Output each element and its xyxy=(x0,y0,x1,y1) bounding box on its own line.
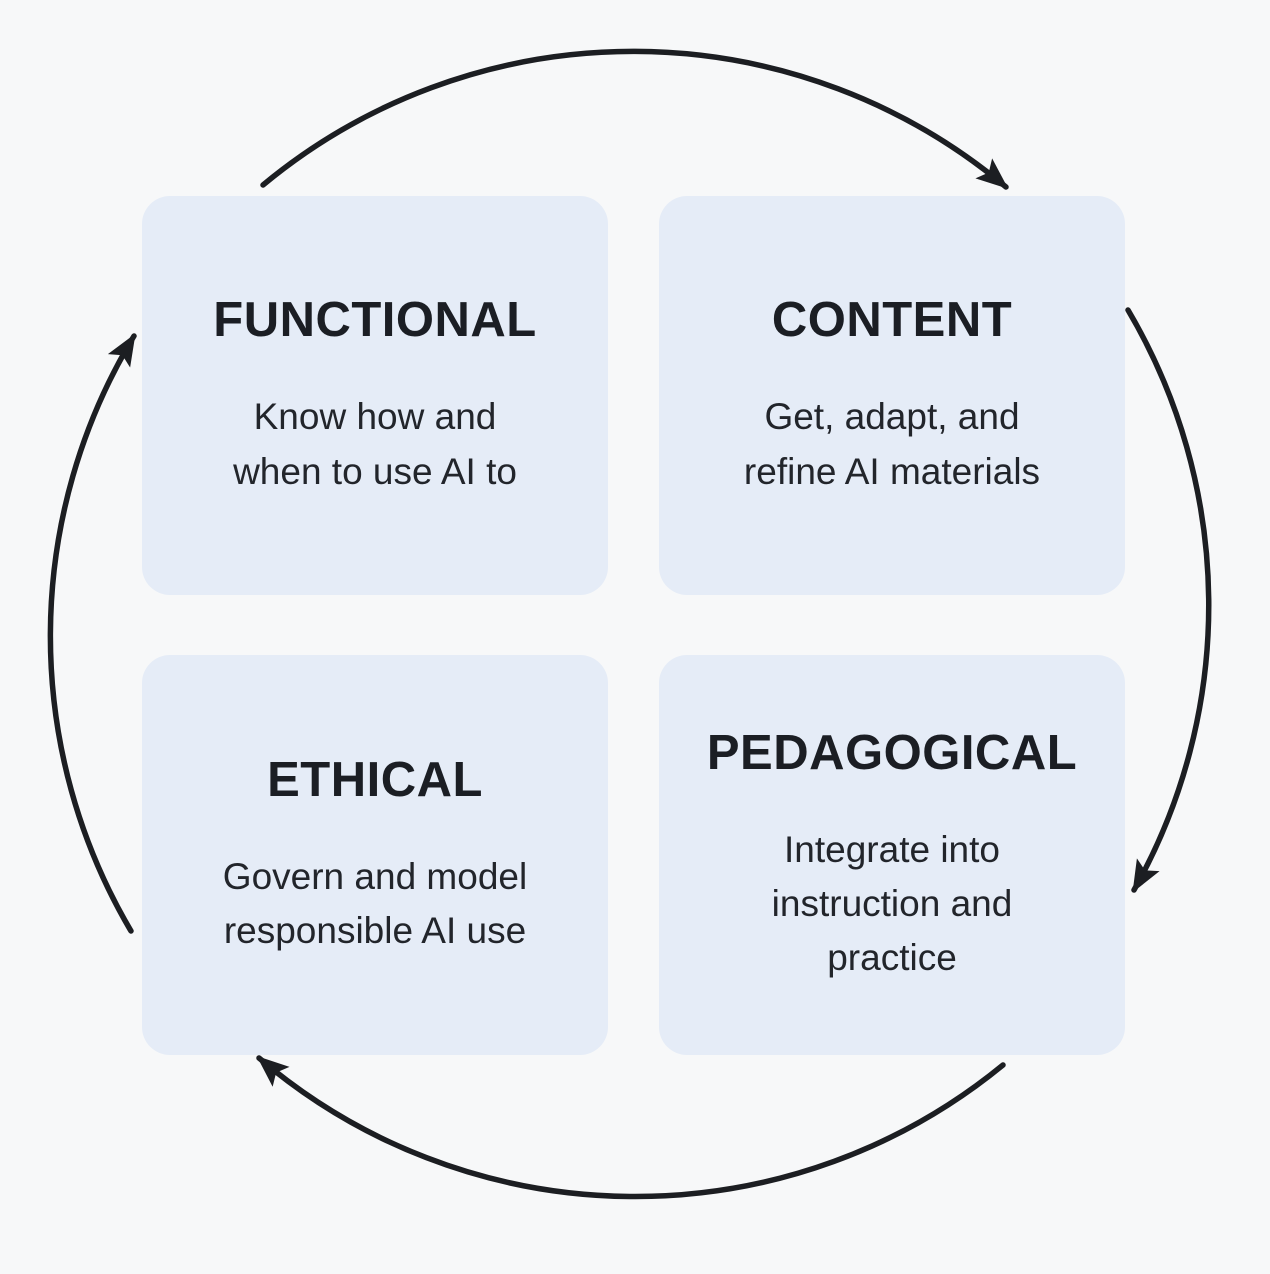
quadrant-pedagogical-title: PEDAGOGICAL xyxy=(706,725,1078,780)
quadrant-content-title: CONTENT xyxy=(771,293,1013,348)
quadrant-content-description: Get, adapt, and refine AI materials xyxy=(743,396,1041,492)
quadrant-functional: FUNCTIONAL Know how and when to use AI t… xyxy=(142,196,608,595)
arrow-right-content-to-pedagogical xyxy=(1125,307,1212,893)
quadrant-content: CONTENT Get, adapt, and refine AI materi… xyxy=(659,196,1125,595)
arrow-bottom-pedagogical-to-ethical xyxy=(256,1055,1006,1200)
arrow-top-functional-to-content xyxy=(260,48,1009,190)
quadrant-ethical-description: Govern and model responsible AI use xyxy=(222,855,528,951)
quadrant-functional-title: FUNCTIONAL xyxy=(213,293,537,348)
quadrant-ethical: ETHICAL Govern and model responsible AI … xyxy=(142,655,608,1055)
quadrant-functional-description: Know how and when to use AI to xyxy=(233,396,517,492)
quadrant-ethical-title: ETHICAL xyxy=(267,752,483,807)
quadrant-pedagogical-description: Integrate into instruction and practice xyxy=(771,828,1013,978)
arrow-left-ethical-to-functional xyxy=(47,333,137,934)
quadrant-pedagogical: PEDAGOGICAL Integrate into instruction a… xyxy=(659,655,1125,1055)
